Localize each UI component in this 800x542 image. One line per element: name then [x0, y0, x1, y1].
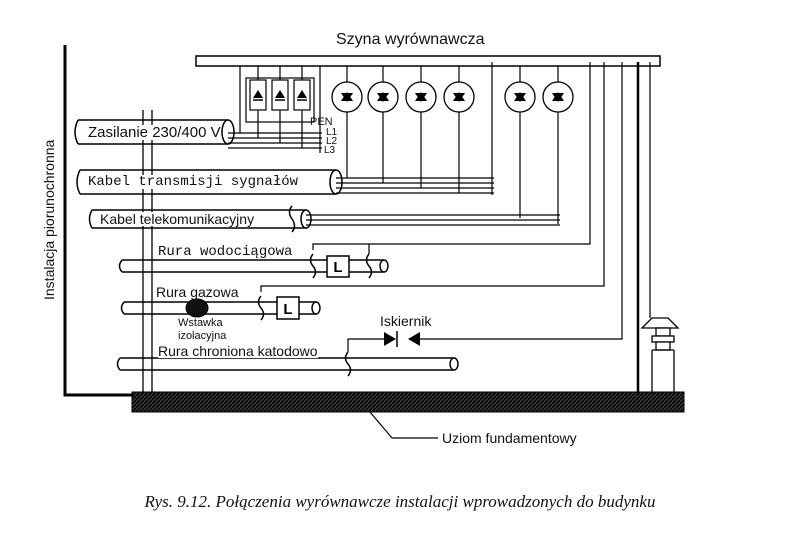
- surge-arrester-1: [249, 66, 267, 138]
- signal-cable-label: Kabel transmisji sygnałów: [88, 174, 299, 190]
- lightning-conductor: [63, 45, 134, 397]
- telecom-cable-label: Kabel telekomunikacyjny: [100, 211, 255, 227]
- l3-label: L3: [324, 145, 336, 156]
- power-label: Zasilanie 230/400 V: [88, 124, 221, 141]
- water-pipe-label: Rura wodociągowa: [158, 244, 293, 260]
- insert-label-line1: Wstawka: [178, 317, 223, 329]
- power-cable: [74, 119, 235, 145]
- insulating-insert: [185, 298, 209, 318]
- telecom-cable: [88, 205, 312, 233]
- spark-gap-bond: [420, 62, 623, 340]
- earth-terminal: [640, 317, 680, 394]
- surge-arrester-3: [293, 66, 311, 148]
- gas-pipe-label: Rura gazowa: [156, 284, 239, 300]
- cathodic-pipe: [116, 351, 459, 377]
- protector-circle-1: [331, 66, 363, 178]
- protector-circle-6: [542, 66, 574, 224]
- protector-circle-5: [504, 66, 536, 218]
- water-meter-label: L: [333, 259, 342, 276]
- surge-arrester-2: [271, 66, 289, 143]
- earth-label: Uziom fundamentowy: [442, 430, 577, 446]
- l2-label: L2: [326, 136, 338, 147]
- protector-circle-2: [367, 66, 399, 183]
- spark-gap-label: Iskiernik: [380, 313, 432, 329]
- protector-circle-4: [443, 66, 475, 193]
- water-bond: [312, 62, 591, 250]
- bus-label: Szyna wyrównawcza: [336, 31, 485, 48]
- figure-caption: Rys. 9.12. Połączenia wyrównawcze instal…: [144, 492, 656, 511]
- spark-gap: [380, 331, 426, 348]
- gas-meter-label: L: [283, 301, 292, 318]
- earth-leader-line: [369, 411, 393, 439]
- cathodic-pipe-label: Rura chroniona katodowo: [158, 343, 318, 359]
- insert-label-line2: izolacyjna: [178, 330, 227, 342]
- pen-label: PEN: [310, 116, 333, 128]
- foundation-earth-bar: [131, 391, 685, 413]
- gas-meter-box: [276, 296, 300, 320]
- protector-circle-3: [405, 66, 437, 188]
- l1-label: L1: [326, 127, 338, 138]
- water-meter-box: [326, 255, 350, 278]
- cathodic-bond: [347, 338, 384, 352]
- gas-bond: [260, 62, 605, 292]
- lightning-label: Instalacja piorunochronna: [41, 139, 57, 300]
- equipotential-bus-bar: [195, 55, 661, 67]
